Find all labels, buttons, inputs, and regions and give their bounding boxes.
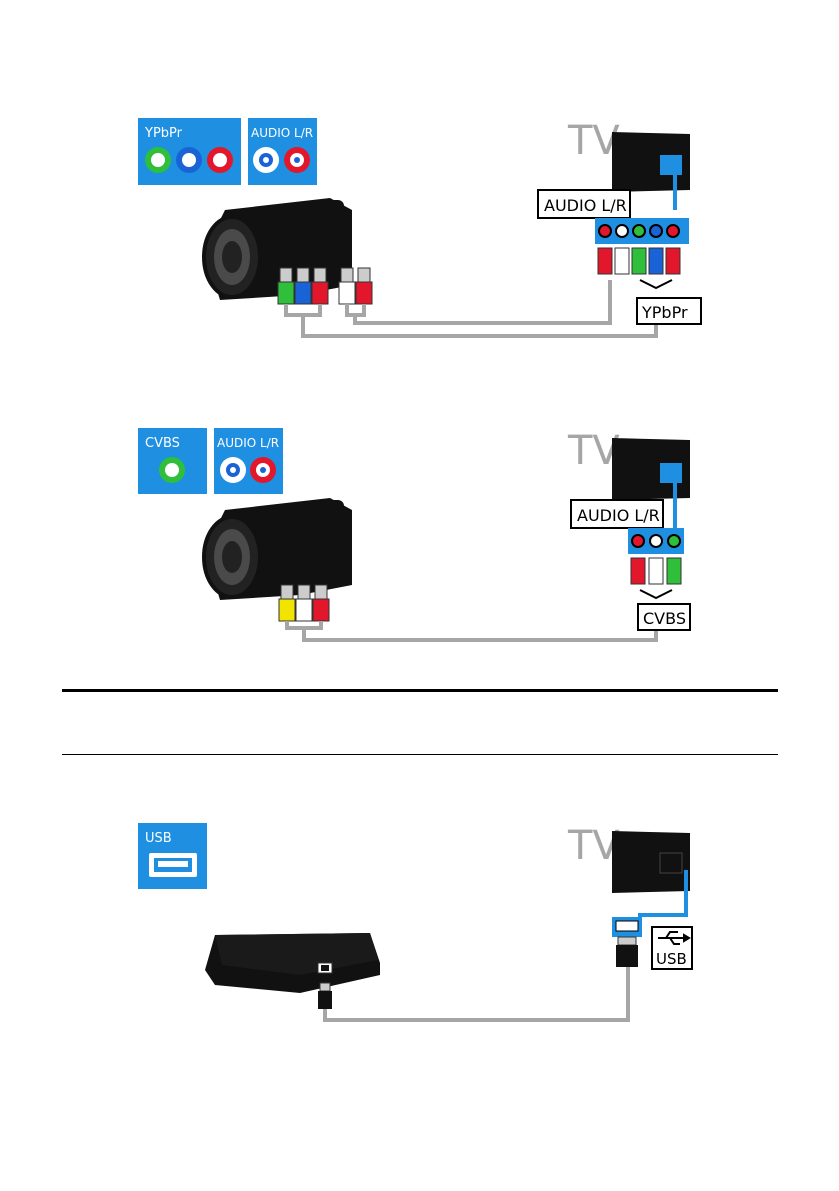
tv-icon — [612, 438, 690, 528]
set-top-box-icon — [205, 933, 380, 993]
ypbpr-jack-blue — [176, 147, 202, 173]
tv-icon — [612, 831, 690, 923]
diagram-camcorder-ypbpr: YPbPr AUDIO L/R TV — [0, 110, 839, 360]
cvbs-label-box: CVBS — [138, 428, 207, 494]
tv-input-panel — [595, 218, 689, 244]
audio-label-text: AUDIO L/R — [217, 436, 279, 450]
audio-jack-red — [250, 457, 276, 483]
audio-callout-text: AUDIO L/R — [544, 196, 627, 215]
usb-symbol-icon — [658, 931, 691, 945]
tv-label: TV — [567, 118, 620, 164]
audio-label-text: AUDIO L/R — [251, 126, 313, 140]
diagram-usb-device: USB TV — [0, 815, 839, 1035]
usb-callout-text: USB — [656, 950, 687, 968]
cvbs-callout: CVBS — [637, 589, 691, 631]
usb-label-text: USB — [145, 831, 172, 846]
usb-tv-port — [612, 917, 642, 937]
audio-jack-white — [220, 457, 246, 483]
ypbpr-jack-red — [207, 147, 233, 173]
tv-icon — [612, 132, 690, 210]
audio-label-box: AUDIO L/R — [214, 428, 283, 494]
audio-callout: AUDIO L/R — [537, 189, 631, 219]
usb-port-icon — [149, 853, 197, 877]
section-rule-thin — [62, 754, 778, 755]
set-top-box-plug — [318, 982, 332, 1009]
ypbpr-callout-text: YPbPr — [641, 303, 688, 322]
ypbpr-jack-green — [145, 147, 171, 173]
usb-callout: USB — [651, 926, 693, 970]
audio-label-box: AUDIO L/R — [248, 118, 317, 185]
tv-label: TV — [567, 823, 620, 869]
camcorder-icon — [202, 198, 352, 300]
camcorder-icon — [202, 498, 352, 600]
diagram-camcorder-cvbs: CVBS AUDIO L/R TV AUDIO L/R — [0, 420, 839, 660]
audio-callout: AUDIO L/R — [570, 499, 664, 529]
cables — [284, 280, 658, 338]
ypbpr-callout: YPbPr — [636, 279, 702, 325]
cvbs-callout-text: CVBS — [643, 609, 686, 628]
camcorder-plugs — [277, 267, 373, 305]
tv-plugs — [597, 247, 681, 275]
cvbs-jack-green — [159, 457, 185, 483]
audio-callout-text: AUDIO L/R — [577, 506, 660, 525]
ypbpr-label-box: YPbPr — [138, 118, 241, 185]
cables — [323, 960, 630, 1022]
cables — [285, 621, 658, 642]
audio-jack-white — [253, 147, 279, 173]
usb-label-box: USB — [138, 823, 207, 889]
usb-tv-plug — [616, 936, 638, 967]
cvbs-label-text: CVBS — [145, 436, 180, 451]
ypbpr-label-text: YPbPr — [144, 126, 183, 141]
audio-jack-red — [284, 147, 310, 173]
tv-plugs — [630, 557, 682, 585]
section-rule-thick — [62, 689, 778, 692]
camcorder-plugs — [278, 584, 330, 622]
tv-label: TV — [567, 428, 620, 474]
tv-input-panel — [628, 528, 684, 554]
